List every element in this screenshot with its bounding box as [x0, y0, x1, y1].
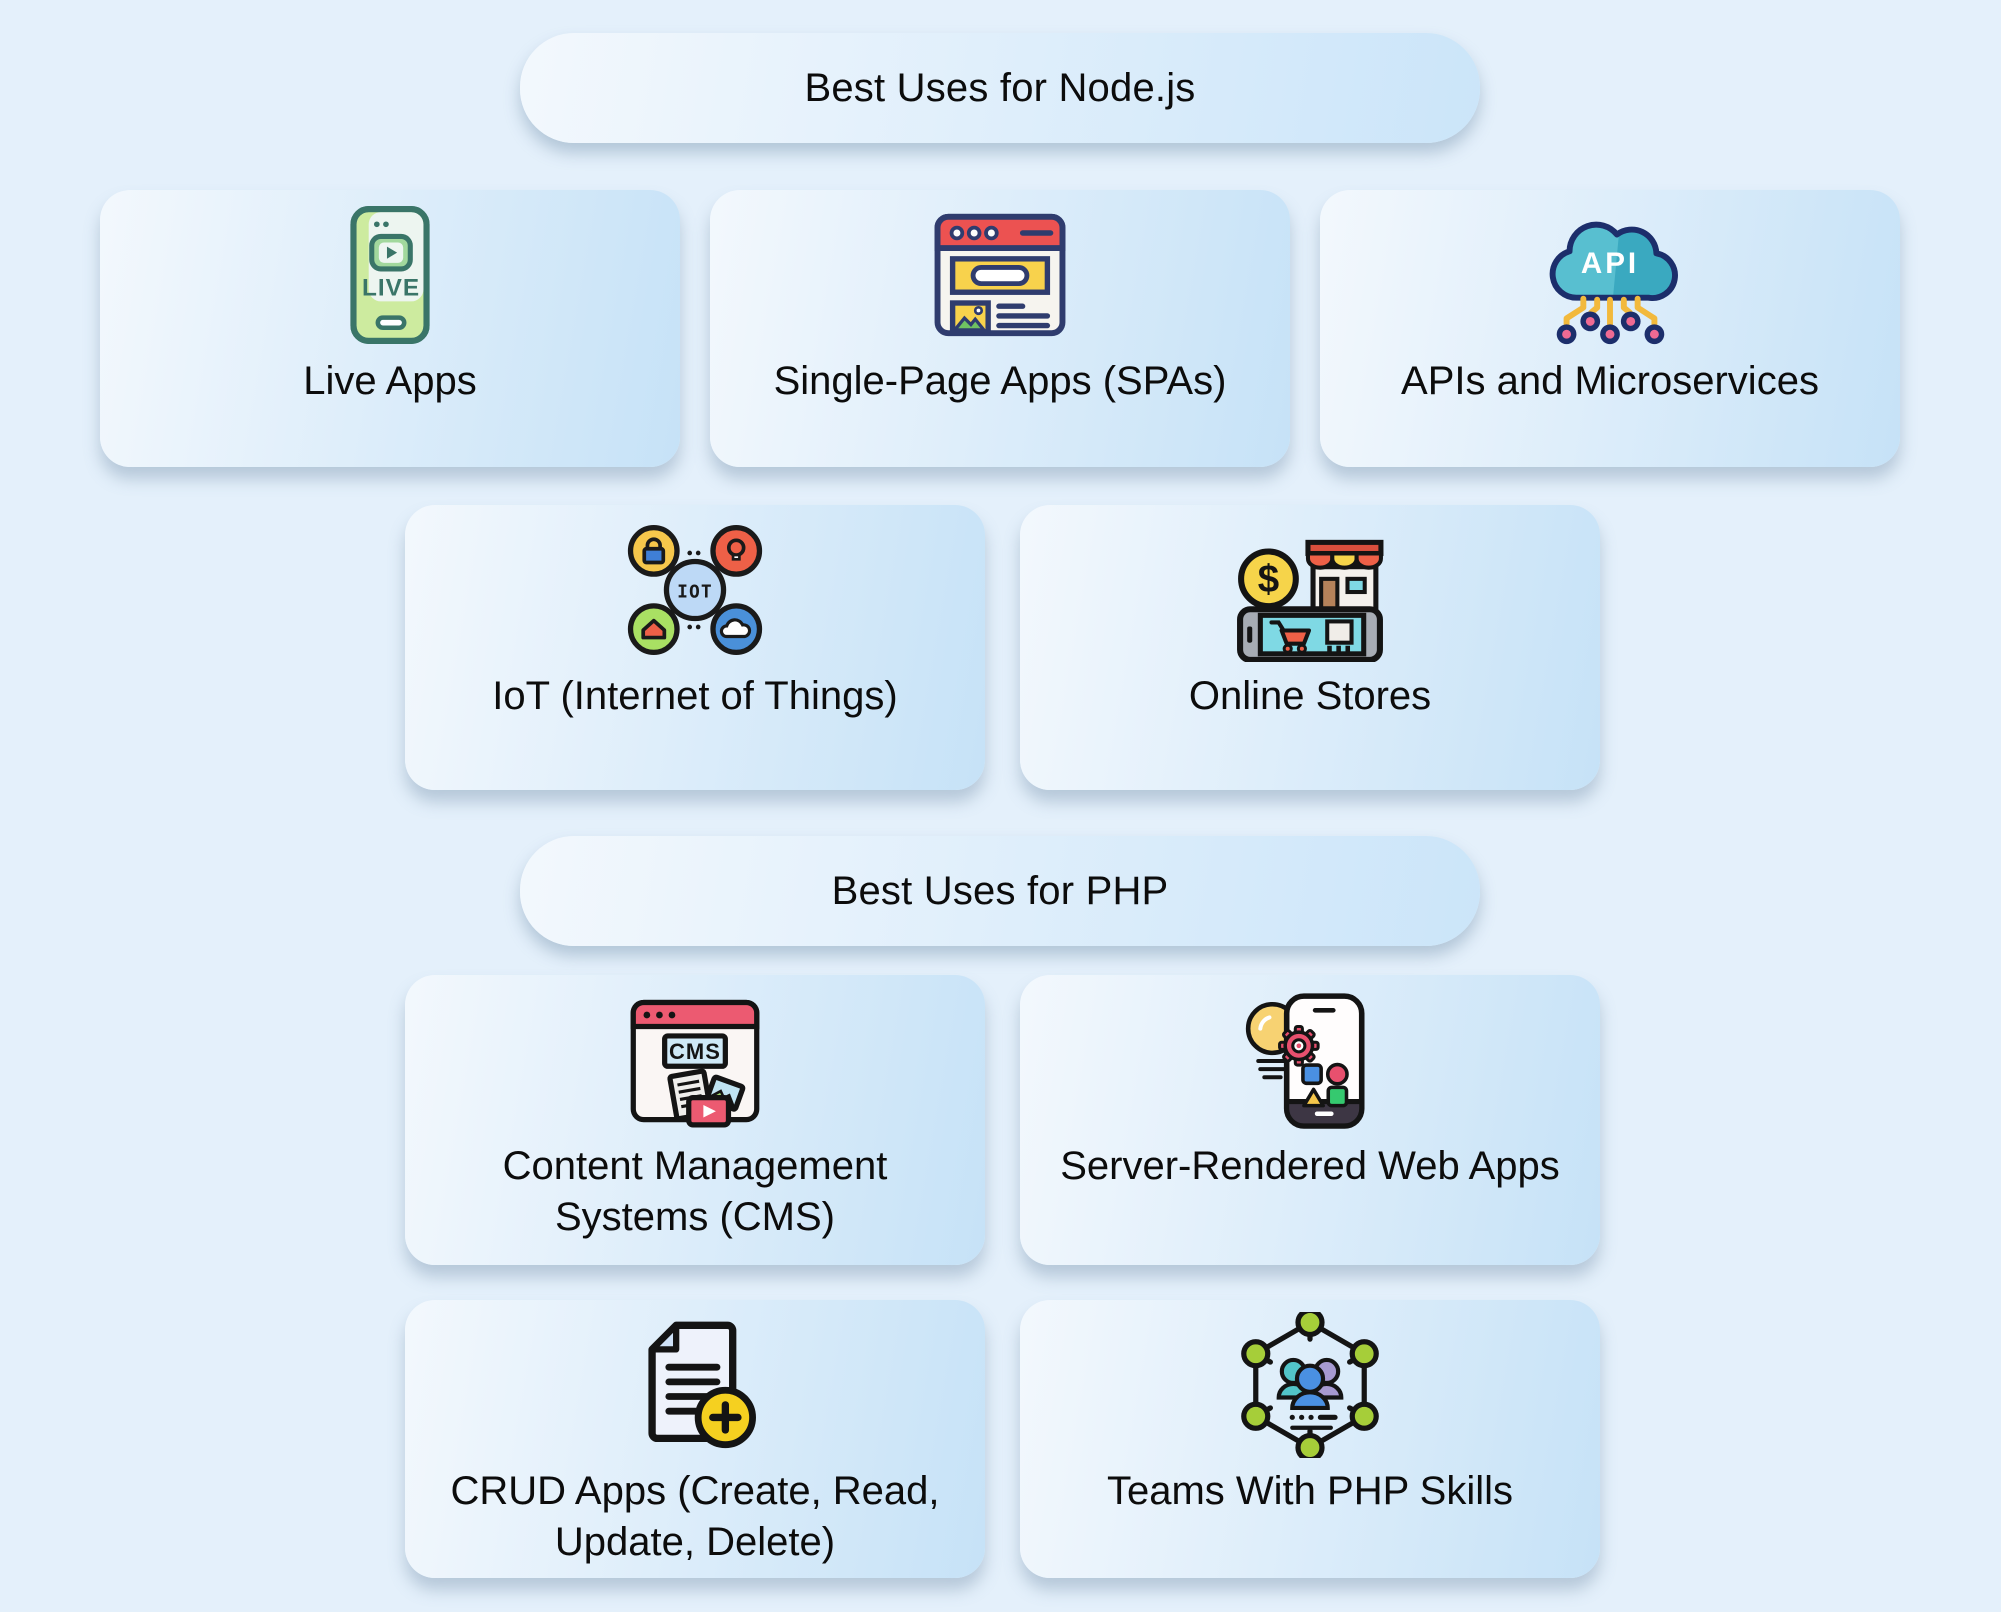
card-server-rendered: Server-Rendered Web Apps: [1020, 975, 1600, 1265]
card-label: IoT (Internet of Things): [492, 674, 898, 718]
card-iot: IOT IoT (Internet of Things): [405, 505, 985, 790]
svg-text:IOT: IOT: [677, 581, 713, 602]
live-phone-icon: LIVE: [341, 202, 439, 348]
section-title-nodejs-text: Best Uses for Node.js: [804, 65, 1196, 110]
document-plus-icon: [629, 1312, 761, 1458]
section-title-nodejs: Best Uses for Node.js: [520, 33, 1480, 143]
card-label: Teams With PHP Skills: [1106, 1469, 1513, 1513]
card-label: Content Management Systems (CMS): [502, 1144, 888, 1240]
api-cloud-icon: API: [1534, 202, 1686, 348]
card-live-apps: LIVE Live Apps: [100, 190, 680, 467]
card-label: Live Apps: [303, 359, 477, 403]
section-title-php-text: Best Uses for PHP: [831, 868, 1169, 913]
mobile-shop-icon: $: [1234, 517, 1386, 663]
iot-network-icon: IOT: [621, 517, 769, 663]
svg-text:LIVE: LIVE: [362, 274, 420, 301]
card-single-page-apps: Single-Page Apps (SPAs): [710, 190, 1290, 467]
card-crud-apps: CRUD Apps (Create, Read, Update, Delete): [405, 1300, 985, 1578]
card-online-stores: $ Online Stores: [1020, 505, 1600, 790]
cms-browser-icon: CMS: [627, 987, 763, 1133]
card-cms: CMS Content Management Systems (CMS): [405, 975, 985, 1265]
browser-page-icon: [930, 202, 1070, 348]
svg-text:API: API: [1581, 247, 1639, 280]
phone-gear-bulb-icon: [1244, 987, 1376, 1133]
svg-text:CMS: CMS: [669, 1039, 721, 1064]
card-label: APIs and Microservices: [1401, 359, 1819, 403]
section-title-php: Best Uses for PHP: [520, 836, 1480, 946]
card-teams-php: Teams With PHP Skills: [1020, 1300, 1600, 1578]
card-label: Single-Page Apps (SPAs): [773, 359, 1227, 403]
card-label: CRUD Apps (Create, Read, Update, Delete): [450, 1469, 940, 1565]
svg-text:$: $: [1258, 558, 1279, 601]
card-label: Online Stores: [1188, 674, 1432, 718]
card-apis-microservices: API APIs and Microservices: [1320, 190, 1900, 467]
card-label: Server-Rendered Web Apps: [1060, 1144, 1560, 1188]
team-network-icon: [1237, 1312, 1383, 1458]
